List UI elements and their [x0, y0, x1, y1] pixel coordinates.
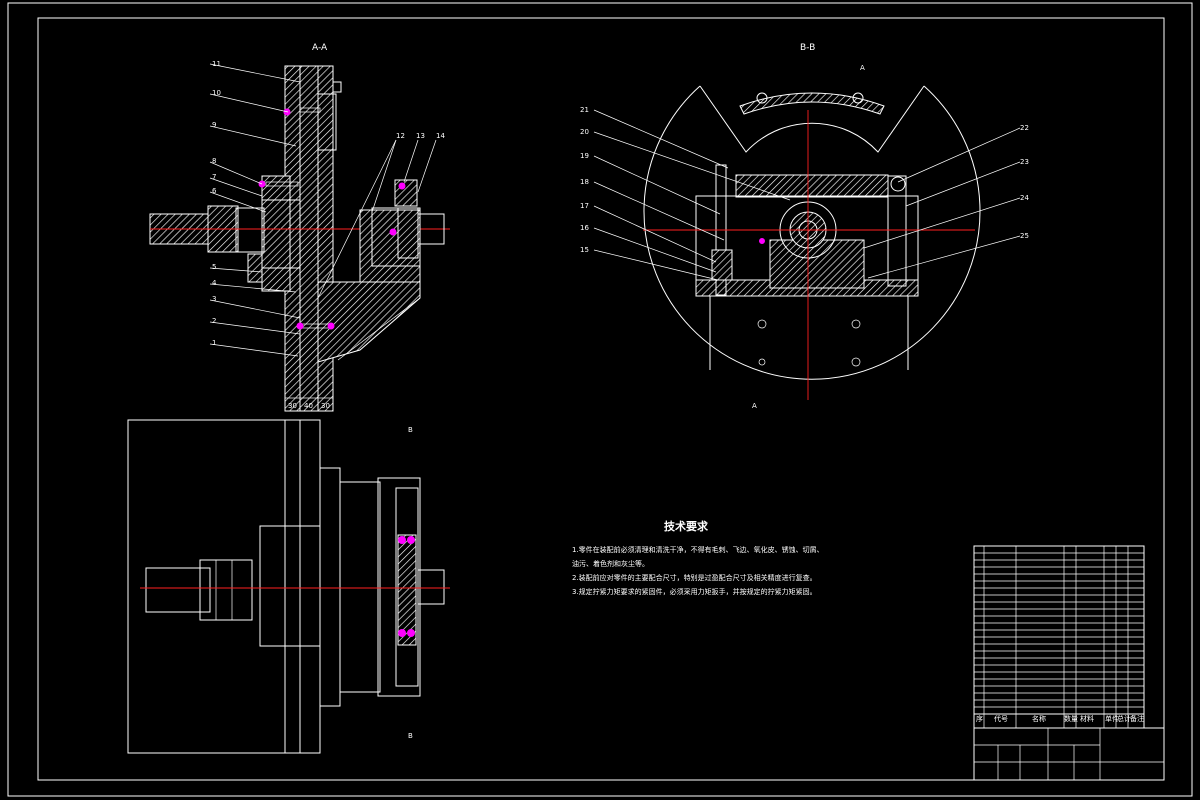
parts-header-total: 总计: [1117, 714, 1131, 723]
side-pin-1: [398, 536, 406, 544]
section-bb-view: B-B A A: [593, 43, 1021, 410]
aa-pin-4: [327, 322, 335, 330]
bb-balloon-24: 24: [1020, 194, 1029, 202]
aa-hub: [261, 175, 291, 292]
side-base-plate: [127, 419, 321, 754]
bb-balloon-15: 15: [580, 246, 589, 254]
aa-balloon-6: 6: [212, 187, 217, 195]
aa-pin-6: [398, 182, 406, 190]
aa-dim-1: 30: [288, 402, 297, 410]
bb-balloon-18: 18: [580, 178, 589, 186]
parts-header-unit: 单件: [1105, 714, 1119, 723]
tech-req-line-4: 3.规定拧紧力矩要求的紧固件，必须采用力矩扳手，并按规定的拧紧力矩紧固。: [572, 587, 817, 596]
bb-disc-outline: [643, 85, 981, 380]
aa-balloon-9: 9: [212, 121, 216, 129]
bb-slot: [739, 92, 885, 115]
bb-balloon-16: 16: [580, 224, 589, 232]
aa-balloon-10: 10: [212, 89, 221, 97]
aa-balloon-11: 11: [212, 60, 221, 68]
section-bb-label: B-B: [800, 43, 815, 53]
side-cut-marker-top: B: [408, 426, 413, 434]
tech-req-line-1: 1.零件在装配前必须清理和清洗干净，不得有毛刺、飞边、氧化皮、锈蚀、切屑、: [572, 545, 824, 554]
aa-balloon-3: 3: [212, 295, 216, 303]
aa-pin-3: [296, 322, 304, 330]
outer-frame: [7, 2, 1193, 797]
side-pin-2: [407, 536, 415, 544]
aa-pin-5: [389, 228, 397, 236]
parts-rows: [974, 552, 1144, 715]
bb-pin: [759, 238, 765, 244]
parts-header-no: 序: [976, 714, 983, 723]
bb-balloon-21: 21: [580, 106, 589, 114]
aa-balloon-7: 7: [212, 173, 216, 181]
side-view: B B: [127, 419, 450, 754]
side-pin-3: [398, 629, 406, 637]
aa-balloon-12: 12: [396, 132, 405, 140]
aa-arm: [317, 281, 421, 363]
inner-frame: [37, 17, 1165, 781]
bb-block: [735, 174, 889, 198]
bb-cut-marker-a-top: A: [860, 64, 865, 72]
parts-header-remark: 备注: [1130, 714, 1144, 723]
bb-cut-marker-a-bottom: A: [752, 402, 757, 410]
bb-balloon-20: 20: [580, 128, 589, 136]
parts-header-name: 名称: [1032, 714, 1046, 723]
bb-balloon-23: 23: [1020, 158, 1029, 166]
aa-balloon-5: 5: [212, 263, 216, 271]
bb-balloon-17: 17: [580, 202, 589, 210]
parts-header-code: 代号: [994, 714, 1008, 723]
tech-req-title: 技术要求: [664, 519, 709, 533]
title-block: [973, 727, 1165, 781]
tech-req-line-3: 2.装配前应对零件的主要配合尺寸，特别是过盈配合尺寸及相关精度进行复查。: [572, 573, 817, 582]
aa-balloon-1: 1: [212, 339, 216, 347]
side-cut-marker-bottom: B: [408, 732, 413, 740]
section-aa-label: A-A: [312, 43, 328, 53]
parts-header-qty: 数量: [1064, 714, 1078, 723]
bb-balloon-25: 25: [1020, 232, 1029, 240]
aa-balloon-14: 14: [436, 132, 445, 140]
aa-balloon-8: 8: [212, 157, 216, 165]
section-aa-view: A-A: [149, 43, 450, 412]
aa-balloon-13: 13: [416, 132, 425, 140]
parts-header-material: 材料: [1080, 714, 1094, 723]
aa-balloon-2: 2: [212, 317, 216, 325]
aa-dim-2: 40: [304, 402, 313, 410]
side-pin-4: [407, 629, 415, 637]
tech-req-line-2: 油污、着色剂和灰尘等。: [572, 559, 649, 568]
aa-dim-3: 30: [321, 402, 330, 410]
bb-balloon-19: 19: [580, 152, 589, 160]
aa-balloon-4: 4: [212, 279, 217, 287]
bb-balloon-22: 22: [1020, 124, 1029, 132]
